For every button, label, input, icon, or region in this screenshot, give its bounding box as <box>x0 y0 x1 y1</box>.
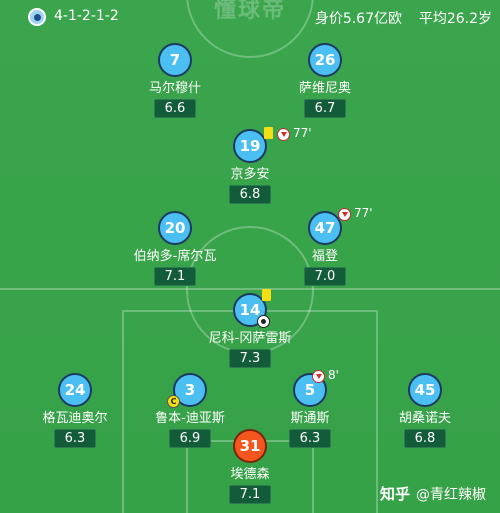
player-card[interactable]: 45 胡桑诺夫 6.8 <box>365 373 485 448</box>
player-rating: 7.0 <box>304 267 346 286</box>
player-rating: 6.7 <box>304 99 346 118</box>
player-name: 鲁本-迪亚斯 <box>155 411 225 426</box>
player-name: 埃德森 <box>230 467 270 482</box>
player-card[interactable]: 5 8' 斯通斯 6.3 <box>250 368 370 448</box>
substitution-time: 77' <box>354 206 373 220</box>
player-card[interactable]: 19 77' 京多安 6.8 <box>190 126 312 204</box>
yellow-card-icon <box>264 127 273 139</box>
shirt-number: 7 <box>158 43 192 77</box>
goal-ball-icon <box>257 315 270 328</box>
substitution-off-icon <box>277 128 290 141</box>
shirt-number: 47 <box>308 211 342 245</box>
player-rating: 7.1 <box>229 485 271 504</box>
player-name: 尼科-冈萨雷斯 <box>208 331 292 346</box>
average-age-label: 平均26.2岁 <box>418 11 492 27</box>
captain-icon: C <box>167 395 180 408</box>
player-name: 胡桑诺夫 <box>398 411 451 426</box>
player-rating: 6.6 <box>154 99 196 118</box>
player-rating: 6.8 <box>404 429 446 448</box>
shirt-number: 19 <box>233 129 267 163</box>
shirt-number: 20 <box>158 211 192 245</box>
player-name: 京多安 <box>230 167 270 182</box>
zhihu-logo: 知乎 <box>379 485 410 503</box>
player-name: 马尔穆什 <box>148 81 201 96</box>
player-card[interactable]: 26 萨维尼奥 6.7 <box>265 43 385 118</box>
yellow-card-icon <box>262 289 271 301</box>
player-name: 格瓦迪奥尔 <box>42 411 108 426</box>
manchester-city-crest-icon <box>28 8 46 26</box>
player-rating: 7.3 <box>229 349 271 368</box>
player-rating: 6.3 <box>289 429 331 448</box>
player-card[interactable]: 20 伯纳多-席尔瓦 7.1 <box>115 211 235 286</box>
player-card[interactable]: 7 马尔穆什 6.6 <box>115 43 235 118</box>
player-rating: 6.3 <box>54 429 96 448</box>
player-rating: 6.9 <box>169 429 211 448</box>
substitution-off-icon <box>312 370 325 383</box>
author-handle: @青红辣椒 <box>416 486 486 503</box>
shirt-number: 26 <box>308 43 342 77</box>
player-name: 斯通斯 <box>290 411 330 426</box>
player-rating: 7.1 <box>154 267 196 286</box>
player-card[interactable]: 14 尼科-冈萨雷斯 7.3 <box>190 289 310 368</box>
substitution-time: 77' <box>293 126 312 140</box>
player-name: 福登 <box>311 249 338 264</box>
formation-label: 4-1-2-1-2 <box>54 8 119 24</box>
shirt-number: 45 <box>408 373 442 407</box>
source-credit: 知乎 @青红辣椒 <box>380 483 486 504</box>
shirt-number: 31 <box>233 429 267 463</box>
player-card[interactable]: 31 埃德森 7.1 <box>190 429 310 504</box>
player-rating: 6.8 <box>229 185 271 204</box>
player-name: 伯纳多-席尔瓦 <box>133 249 217 264</box>
market-value-label: 身价5.67亿欧 <box>314 11 402 27</box>
shirt-number: 24 <box>58 373 92 407</box>
lineup-header: 4-1-2-1-2 身价5.67亿欧 平均26.2岁 <box>0 0 500 36</box>
player-card[interactable]: 3 C 鲁本-迪亚斯 6.9 <box>130 373 250 448</box>
substitution-off-icon <box>338 208 351 221</box>
player-name: 萨维尼奥 <box>298 81 351 96</box>
player-card[interactable]: 47 77' 福登 7.0 <box>265 206 385 286</box>
substitution-time: 8' <box>328 368 339 382</box>
player-card[interactable]: 24 格瓦迪奥尔 6.3 <box>15 373 135 448</box>
